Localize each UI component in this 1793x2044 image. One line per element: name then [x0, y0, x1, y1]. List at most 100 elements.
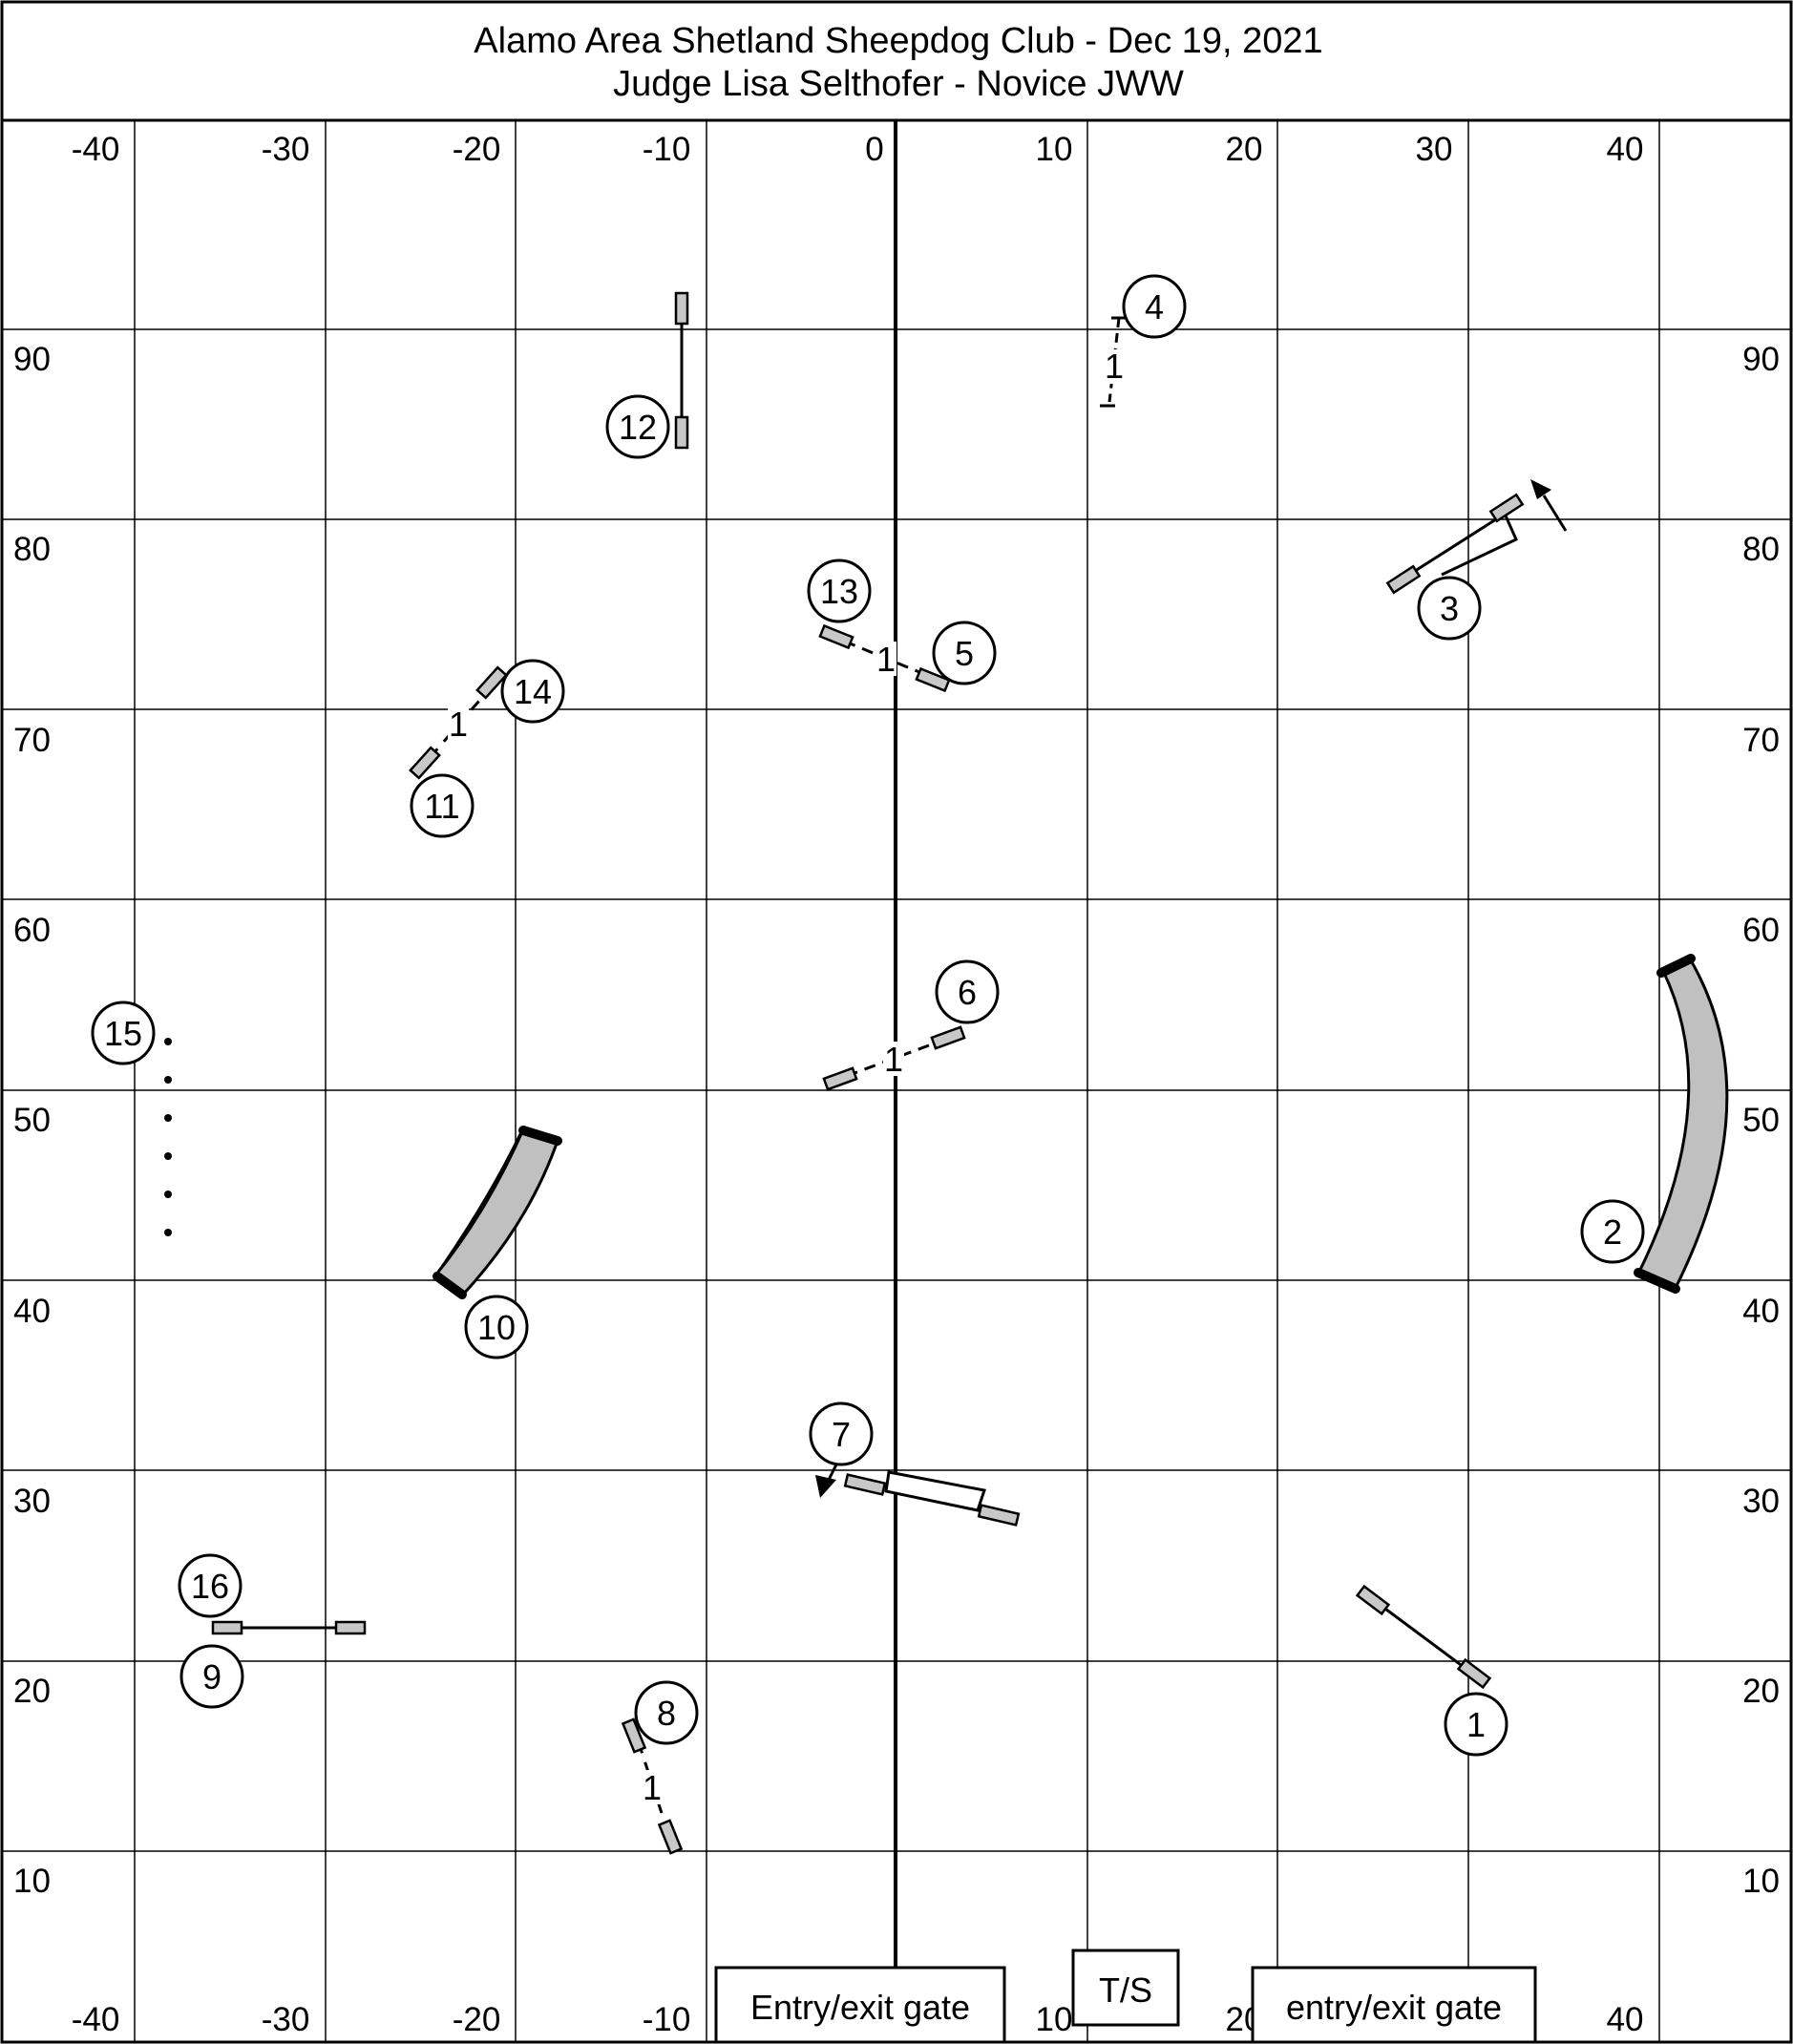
- number-markers: 1 2 3 4 5 6 7 8: [91, 274, 1645, 1757]
- marker-3: 3: [1417, 576, 1482, 641]
- marker-circle: [809, 1401, 874, 1466]
- direction-arrow: [1542, 495, 1568, 532]
- x-tick: 30: [1416, 131, 1453, 168]
- x-tick: 40: [1607, 2001, 1644, 2038]
- wing: [1385, 564, 1422, 595]
- spacing-label-bg: [642, 1770, 663, 1804]
- marker-number: 4: [1145, 287, 1164, 327]
- wing: [657, 1819, 684, 1855]
- marker-circle: [179, 1644, 244, 1709]
- gate-box: [1251, 1966, 1537, 2044]
- marker-number: 2: [1603, 1212, 1622, 1252]
- spacing-label-bg: [883, 1042, 904, 1076]
- y-tick: 80: [1742, 531, 1780, 568]
- weave-pole: [164, 1076, 172, 1084]
- spacing-label-bg: [875, 642, 896, 676]
- marker-4: 4: [1122, 274, 1187, 339]
- marker-circle: [634, 1680, 699, 1745]
- y-tick: 90: [13, 341, 51, 378]
- marker-circle: [1580, 1199, 1645, 1264]
- gate-label: Entry/exit gate: [750, 1988, 970, 2027]
- x-ticks-top: -40 -30 -20 -10 0 10 20 30 40: [72, 131, 1644, 168]
- marker-number: 1: [1466, 1705, 1486, 1744]
- marker-12: 12: [605, 394, 670, 459]
- tunnel-body: [432, 1126, 560, 1296]
- wing: [843, 1473, 887, 1496]
- wing: [818, 623, 854, 650]
- x-tick: -30: [262, 2001, 310, 2038]
- marker-number: 16: [191, 1567, 229, 1606]
- wing: [930, 1025, 966, 1050]
- marker-number: 12: [619, 408, 657, 447]
- y-tick: 20: [13, 1673, 51, 1710]
- wing: [211, 1620, 243, 1635]
- y-tick: 60: [13, 912, 51, 949]
- wing: [475, 665, 508, 700]
- wing: [409, 746, 441, 780]
- marker-7: 7: [809, 1401, 874, 1466]
- obstacle-7-double-jump: [815, 1460, 1021, 1527]
- spacing-label-bg: [448, 706, 469, 741]
- gate-left: Entry/exit gate: [714, 1966, 1006, 2044]
- x-tick: -30: [262, 131, 310, 168]
- y-tick: 50: [13, 1102, 51, 1139]
- wing: [915, 666, 951, 693]
- weave-pole: [164, 1038, 172, 1045]
- y-tick: 40: [1742, 1293, 1780, 1330]
- obstacle-10-tunnel: [432, 1126, 562, 1299]
- x-tick: -20: [453, 131, 501, 168]
- marker-circle: [807, 558, 872, 623]
- wing: [1488, 493, 1525, 523]
- marker-13: 13: [807, 558, 872, 623]
- title-line-1: Alamo Area Shetland Sheepdog Club - Dec …: [474, 21, 1322, 61]
- spacing-label: 1: [876, 640, 896, 679]
- y-tick: 50: [1742, 1102, 1780, 1139]
- x-tick: 0: [865, 131, 883, 168]
- marker-circle: [1444, 1692, 1508, 1757]
- marker-number: 8: [657, 1694, 676, 1733]
- marker-15: 15: [91, 1001, 156, 1065]
- wing: [822, 1066, 858, 1091]
- marker-circle: [91, 1001, 156, 1065]
- obstacle-1-jump: [1355, 1584, 1492, 1690]
- tunnel-end: [432, 1272, 467, 1299]
- jump-bar: [884, 1470, 986, 1512]
- tunnel-body: [1636, 959, 1729, 1290]
- obstacle-12-jump: [674, 291, 689, 450]
- marker-circle: [410, 773, 475, 838]
- wing: [621, 1717, 647, 1754]
- marker-2: 2: [1580, 1199, 1645, 1264]
- weave-pole: [164, 1191, 172, 1198]
- y-tick: 90: [1742, 341, 1780, 378]
- marker-number: 3: [1440, 589, 1459, 628]
- y-ticks-right: 90 80 70 60 50 40 30 20 10: [1742, 341, 1780, 1900]
- marker-circle: [605, 394, 670, 459]
- spacing-label: 1: [643, 1768, 662, 1807]
- marker-number: 13: [820, 572, 858, 611]
- y-tick: 80: [13, 531, 51, 568]
- obstacle-9-16-jump: [211, 1620, 367, 1635]
- x-tick: 20: [1226, 131, 1263, 168]
- obstacle-4-spread-jump: [1100, 316, 1127, 408]
- marker-circle: [500, 659, 565, 724]
- marker-number: 11: [424, 787, 459, 826]
- weave-pole: [164, 1152, 172, 1160]
- marker-11: 11: [410, 773, 475, 838]
- marker-1: 1: [1444, 1692, 1508, 1757]
- gate-label: entry/exit gate: [1286, 1988, 1502, 2027]
- jump-bar: [1401, 509, 1510, 581]
- marker-number: 5: [955, 634, 974, 673]
- wing: [334, 1620, 367, 1635]
- marker-16: 16: [178, 1553, 243, 1618]
- spacing-label: 1: [449, 705, 468, 744]
- marker-number: 14: [514, 672, 552, 711]
- marker-5: 5: [932, 621, 997, 685]
- marker-number: 7: [832, 1415, 851, 1454]
- marker-circle: [178, 1553, 243, 1618]
- weave-pole: [164, 1229, 172, 1236]
- x-tick: -40: [72, 131, 120, 168]
- obstacle-6-spread-jump: [822, 1025, 966, 1091]
- wing: [1456, 1657, 1492, 1690]
- jump-bar: [1107, 317, 1121, 403]
